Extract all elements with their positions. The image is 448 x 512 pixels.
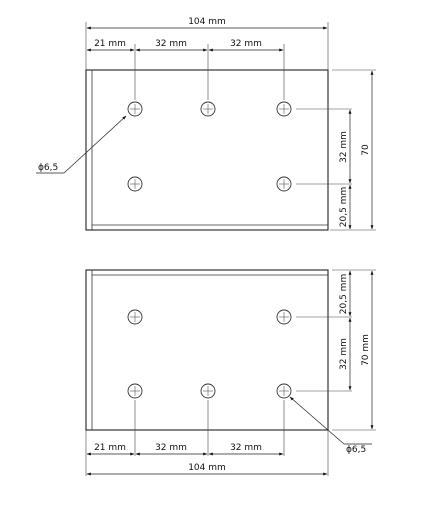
top-plate-outline [85, 69, 329, 231]
bottom-overall-width-label: 104 mm [188, 463, 226, 473]
bottom-diameter-leader [289, 396, 345, 445]
bottom-hole [127, 309, 143, 325]
bottom-diameter-label: ϕ6,5 [346, 445, 366, 455]
bottom-overall-height-label: 70 mm [361, 334, 371, 366]
top-hole [276, 101, 292, 117]
top-diameter-leader [63, 115, 127, 174]
bottom-hole [127, 383, 143, 399]
bottom-pitch-b-label: 32 mm [155, 443, 187, 453]
bottom-hole [276, 383, 292, 399]
top-hole [276, 176, 292, 192]
top-diameter-label: ϕ6,5 [38, 163, 58, 173]
bottom-plate-outline [85, 269, 329, 431]
bottom-view: 21 mm 32 mm 32 mm 104 mm 20,5 mm 32 mm 7… [85, 269, 376, 476]
top-pitch-b-label: 32 mm [155, 39, 187, 49]
top-view: 104 mm 21 mm 32 mm 32 mm 32 mm 20,5 mm 7… [36, 17, 376, 231]
bottom-hole-spacing-label: 32 mm [339, 338, 349, 370]
bottom-pitch-c-label: 32 mm [230, 443, 262, 453]
bottom-hole [200, 383, 216, 399]
bottom-edge-offset-label: 20,5 mm [339, 274, 349, 314]
top-hole-spacing-label: 32 mm [339, 131, 349, 163]
top-hole [127, 176, 143, 192]
top-pitch-c-label: 32 mm [230, 39, 262, 49]
top-edge-offset-label: 20,5 mm [339, 187, 349, 227]
top-pitch-a-label: 21 mm [94, 39, 126, 49]
top-hole [200, 101, 216, 117]
top-hole [127, 101, 143, 117]
top-overall-height-label: 70 [361, 144, 371, 156]
bottom-hole [276, 309, 292, 325]
top-overall-width-label: 104 mm [188, 17, 226, 27]
bottom-pitch-a-label: 21 mm [94, 443, 126, 453]
